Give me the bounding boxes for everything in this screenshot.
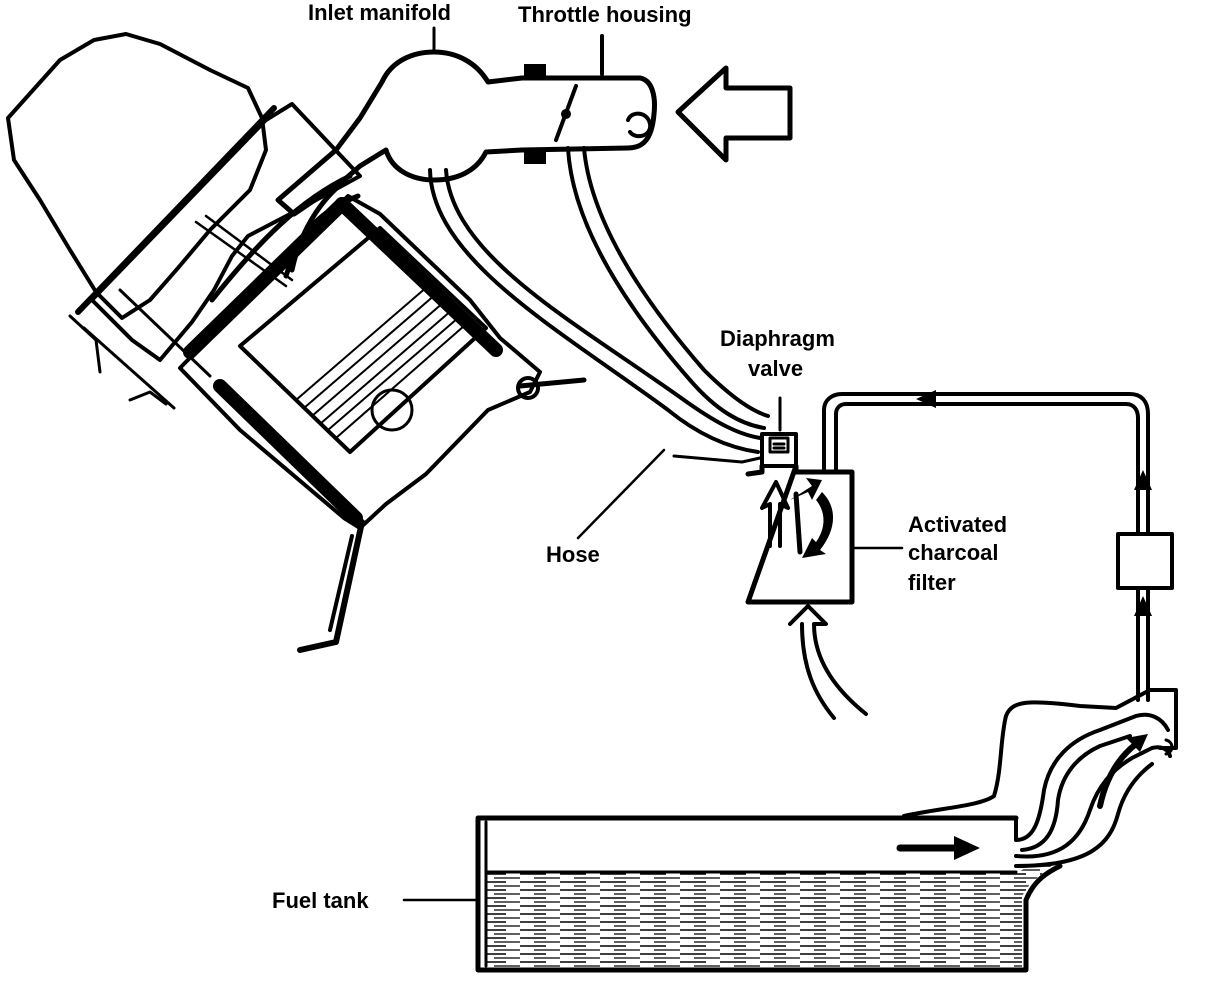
cylinder-block bbox=[178, 194, 542, 530]
piston bbox=[238, 226, 488, 454]
diaphragm-valve-label-1: Diaphragm bbox=[720, 326, 835, 351]
charcoal-filter-label-1: Activated bbox=[908, 512, 1007, 537]
vapor-line bbox=[822, 390, 1178, 750]
fuel-tank bbox=[475, 688, 1174, 973]
air-inflow-arrow bbox=[675, 65, 793, 163]
inlet-manifold-label: Inlet manifold bbox=[308, 0, 451, 25]
hose-label: Hose bbox=[546, 542, 600, 567]
cylinder-head bbox=[90, 102, 362, 362]
charcoal-filter-label-3: filter bbox=[908, 570, 956, 595]
diaphragm-valve bbox=[760, 396, 798, 468]
engine bbox=[6, 32, 587, 653]
fuel-tank-label: Fuel tank bbox=[272, 888, 369, 913]
hose bbox=[428, 146, 770, 464]
inlet-manifold bbox=[275, 26, 657, 273]
throttle-housing-label: Throttle housing bbox=[518, 2, 692, 27]
hose-leader bbox=[576, 448, 666, 540]
activated-charcoal-filter bbox=[745, 463, 904, 720]
valve-cover bbox=[6, 32, 268, 320]
throttle-housing bbox=[524, 34, 653, 164]
charcoal-filter-label-2: charcoal bbox=[908, 540, 999, 565]
diaphragm-valve-label-2: valve bbox=[748, 356, 803, 381]
